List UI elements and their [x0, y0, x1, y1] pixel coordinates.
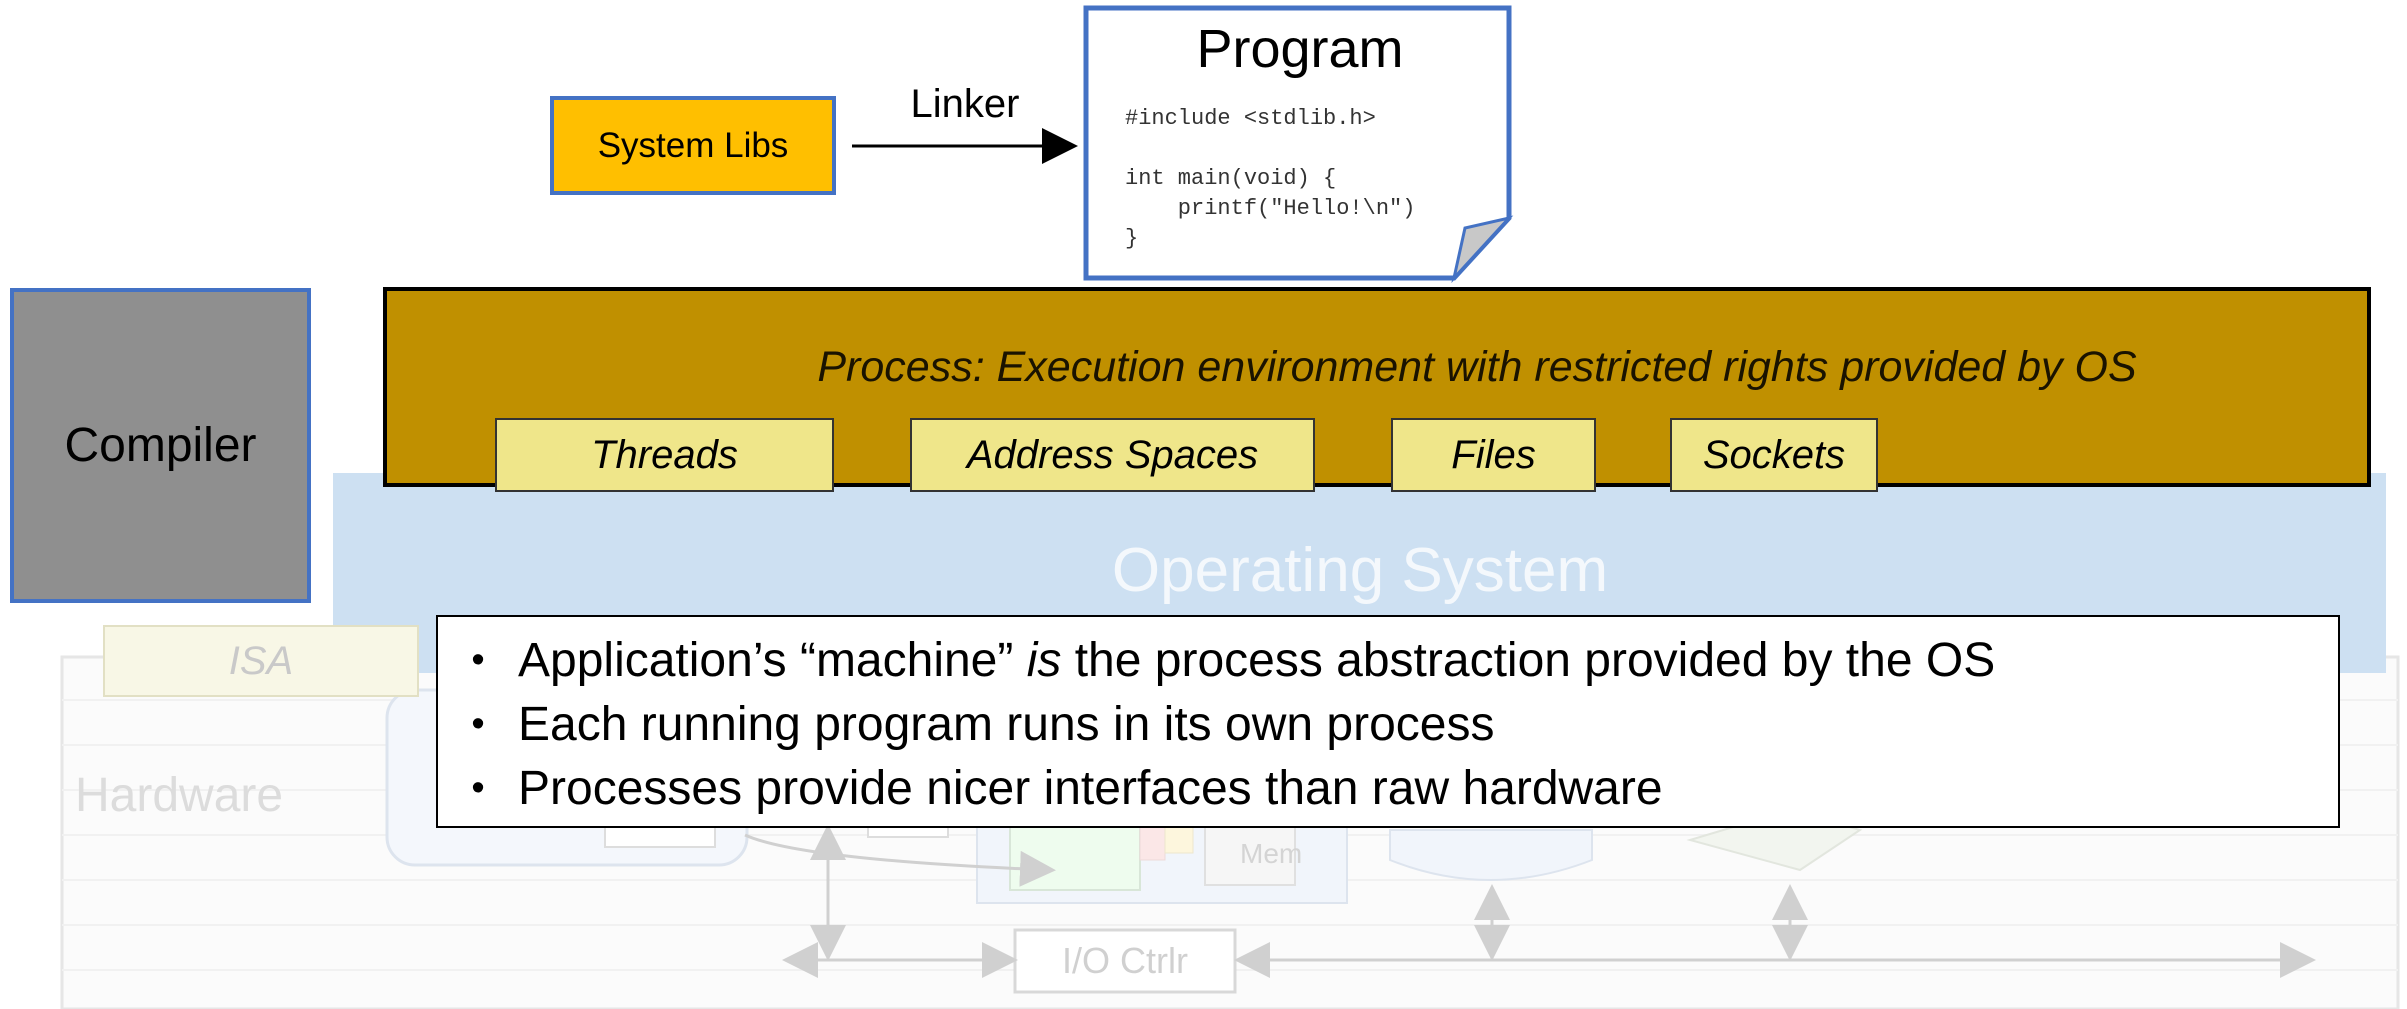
tab-threads: Threads: [495, 418, 834, 492]
process-label: Process: Execution environment with rest…: [817, 343, 2137, 391]
program-code: #include <stdlib.h> int main(void) { pri…: [1125, 106, 1416, 251]
tab-sockets: Sockets: [1670, 418, 1878, 492]
program-title: Program: [1196, 19, 1404, 79]
mem-label: Mem: [1240, 838, 1303, 869]
tab-address-spaces: Address Spaces: [910, 418, 1315, 492]
isa-box: ISA: [103, 625, 419, 697]
page-fold: [1451, 215, 1514, 284]
bullet-item: • Processes provide nicer interfaces tha…: [471, 761, 1663, 815]
bullet-item: • Each running program runs in its own p…: [471, 697, 1495, 751]
linker-label: Linker: [910, 82, 1020, 126]
tab-files: Files: [1391, 418, 1596, 492]
bullet-item: • Application’s “machine” is the process…: [471, 633, 1996, 687]
operating-system-label: Operating System: [1111, 536, 1609, 605]
bullet-list: • Application’s “machine” is the process…: [436, 615, 2340, 828]
compiler-box: Compiler: [10, 288, 311, 603]
hardware-label: Hardware: [75, 769, 284, 822]
process-box: Process: Execution environment with rest…: [383, 287, 2371, 487]
system-libs-box: System Libs: [550, 96, 836, 195]
io-ctrlr-label: I/O Ctrlr: [1062, 940, 1188, 981]
